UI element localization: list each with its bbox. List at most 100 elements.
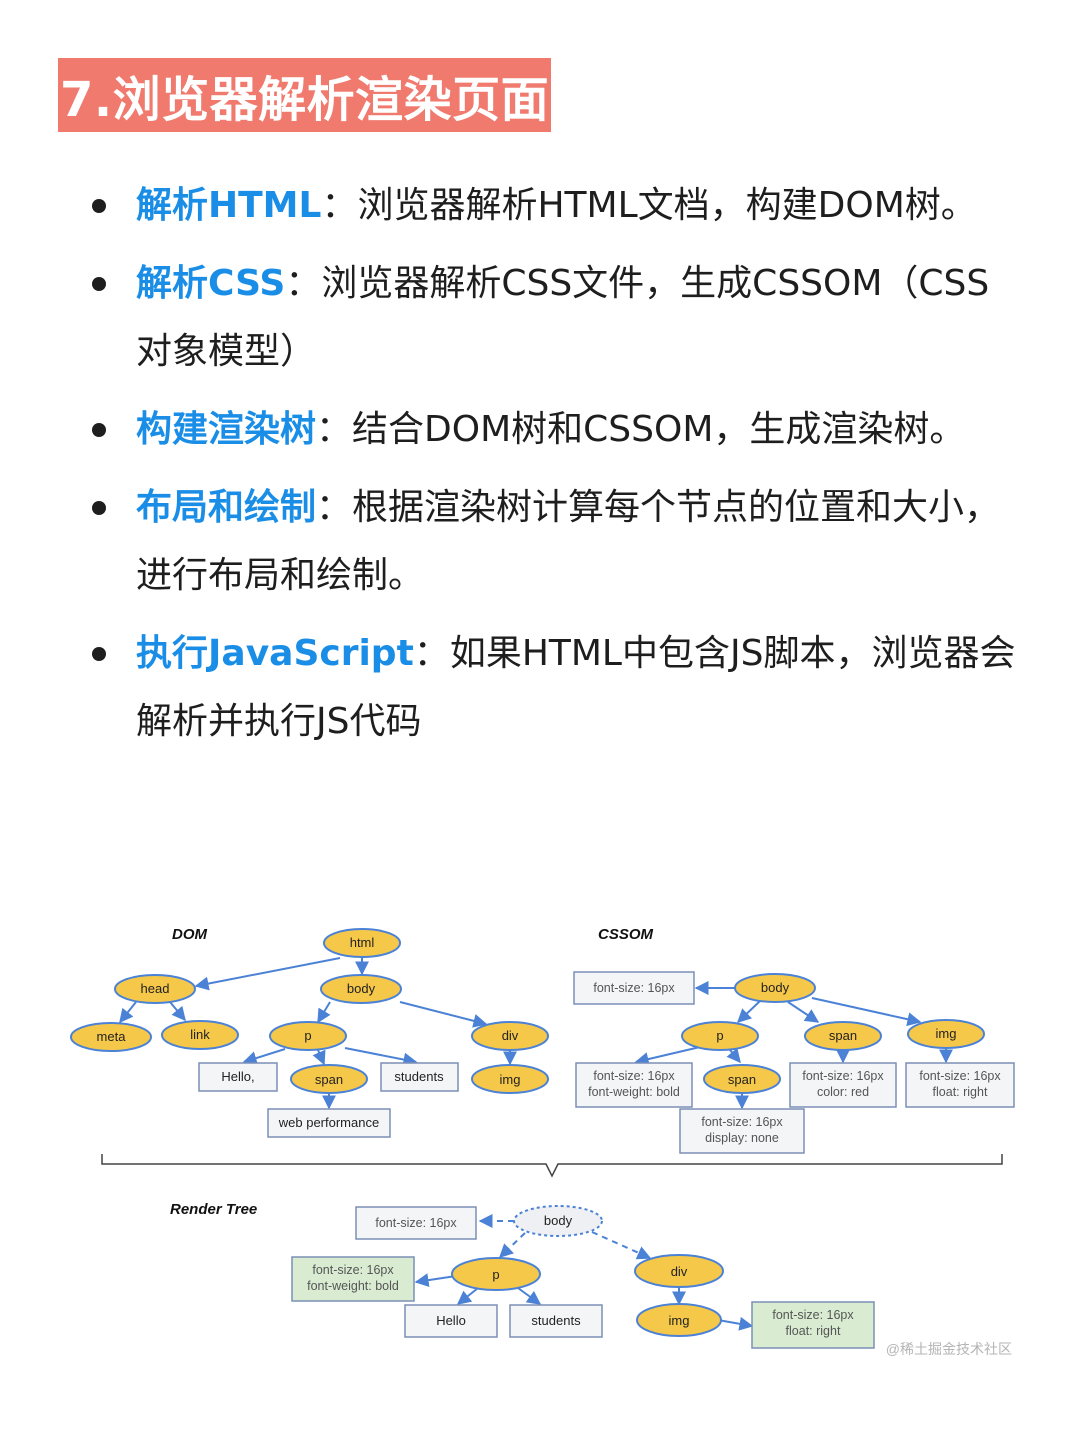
bullet-term: 执行JavaScript [136,633,414,674]
dom-node-label: img [500,1072,521,1087]
style-label: font-size: 16px [375,1216,457,1230]
dom-node-meta: meta [70,1022,152,1052]
style-label: font-size: 16px [919,1069,1001,1083]
render-node-hello: Hello [404,1304,498,1338]
dom-edges [119,957,517,1110]
style-label: font-size: 16px [593,1069,675,1083]
cssom-span-style: font-size: 16px color: red [789,1062,897,1108]
style-label: float: right [933,1085,988,1099]
bullet-list: 解析HTML：浏览器解析HTML文档，构建DOM树。 解析CSS：浏览器解析CS… [90,172,1020,766]
dom-section-label: DOM [172,926,208,943]
style-label: font-size: 16px [312,1263,394,1277]
dom-node-label: span [315,1072,343,1087]
dom-node-link: link [161,1020,239,1050]
cssom-body-style: font-size: 16px [573,971,695,1005]
bullet-sep: ： [413,633,450,674]
cssom-img-style: font-size: 16px float: right [905,1062,1015,1108]
render-tree-section-label: Render Tree [170,1201,257,1218]
bullet-item: 解析CSS：浏览器解析CSS文件，生成CSSOM（CSS对象模型） [90,250,1020,386]
dom-node-students: students [380,1062,459,1092]
cssom-section-label: CSSOM [598,926,654,943]
style-label: display: none [705,1131,779,1145]
cssom-edges [634,981,953,1110]
dom-node-p: p [269,1021,347,1051]
dom-node-hello: Hello, [198,1062,278,1092]
style-label: font-size: 16px [701,1115,783,1129]
style-label: color: red [817,1085,869,1099]
cssom-node-body: body [734,973,816,1003]
render-node-p: p [451,1257,541,1291]
dom-node-label: p [304,1028,311,1043]
bullet-term: 解析CSS [136,263,286,304]
bullet-text: 浏览器解析CSS文件，生成CSSOM（CSS对象模型） [136,263,990,372]
cssom-p-style: font-size: 16px font-weight: bold [575,1062,693,1108]
render-edges [414,1214,754,1331]
dom-node-label: meta [97,1029,127,1044]
bullet-term: 布局和绘制 [136,487,317,528]
cssom-node-label: span [728,1072,756,1087]
cssom-node-label: img [936,1026,957,1041]
bullet-sep: ： [321,185,358,226]
render-node-body: body [513,1205,603,1237]
render-body-style: font-size: 16px [355,1206,477,1240]
style-label: float: right [786,1324,841,1338]
render-node-students: students [509,1304,603,1338]
bullet-item: 构建渲染树：结合DOM树和CSSOM，生成渲染树。 [90,396,1020,464]
dom-node-label: head [141,981,170,996]
page-title: 7.浏览器解析渲染页面 [58,58,552,132]
bullet-text: 结合DOM树和CSSOM，生成渲染树。 [352,409,966,450]
render-tree-diagram: DOM html head body meta link p div Hello… [70,926,1015,1357]
merge-brace [101,1154,1003,1178]
cssom-node-label: p [716,1028,723,1043]
dom-node-label: html [350,935,375,950]
bullet-term: 解析HTML [136,185,322,226]
dom-node-label: body [347,981,376,996]
dom-node-label: Hello, [221,1069,254,1084]
style-label: font-size: 16px [593,981,675,995]
style-label: font-weight: bold [588,1085,680,1099]
bullet-text: 根据渲染树计算每个节点的位置和大小，进行布局和绘制。 [136,487,1001,596]
dom-node-web-performance: web performance [267,1108,391,1138]
page-title-text: 7.浏览器解析渲染页面 [60,72,550,128]
cssom-node-img: img [907,1019,985,1049]
bullet-text: 浏览器解析HTML文档，构建DOM树。 [357,185,977,226]
dom-node-label: web performance [278,1115,379,1130]
style-label: font-weight: bold [307,1279,399,1293]
bullet-sep: ： [285,263,322,304]
style-label: font-size: 16px [772,1308,854,1322]
render-node-label: div [671,1264,688,1279]
dom-node-html: html [323,928,401,958]
cssom-node-label: body [761,980,790,995]
render-node-label: body [544,1213,573,1228]
bullet-item: 执行JavaScript：如果HTML中包含JS脚本，浏览器会解析并执行JS代码 [90,620,1020,756]
style-label: font-size: 16px [802,1069,884,1083]
bullet-text: 如果HTML中包含JS脚本，浏览器会解析并执行JS代码 [136,633,1016,742]
dom-node-head: head [114,974,196,1004]
render-node-label: Hello [436,1313,466,1328]
bullet-term: 构建渲染树 [136,409,317,450]
cssom-node-label: span [829,1028,857,1043]
cssom-node-p-span: span [703,1064,781,1094]
dom-node-label: div [502,1028,519,1043]
bullet-sep: ： [316,409,353,450]
render-p-style: font-size: 16px font-weight: bold [291,1256,415,1302]
render-node-img: img [636,1303,722,1337]
render-node-label: students [531,1313,581,1328]
watermark: @稀土掘金技术社区 [886,1341,1012,1357]
dom-node-span: span [290,1064,368,1094]
dom-node-img: img [471,1064,549,1094]
cssom-p-span-style: font-size: 16px display: none [679,1108,805,1154]
dom-node-body: body [320,974,402,1004]
bullet-item: 布局和绘制：根据渲染树计算每个节点的位置和大小，进行布局和绘制。 [90,474,1020,610]
render-node-label: p [492,1267,499,1282]
render-img-style: font-size: 16px float: right [751,1301,875,1349]
render-node-div: div [634,1254,724,1288]
cssom-node-span: span [804,1021,882,1051]
render-node-label: img [669,1313,690,1328]
bullet-item: 解析HTML：浏览器解析HTML文档，构建DOM树。 [90,172,1020,240]
dom-node-label: link [190,1027,210,1042]
dom-node-label: students [394,1069,444,1084]
bullet-sep: ： [316,487,353,528]
cssom-node-p: p [681,1021,759,1051]
dom-node-div: div [471,1021,549,1051]
